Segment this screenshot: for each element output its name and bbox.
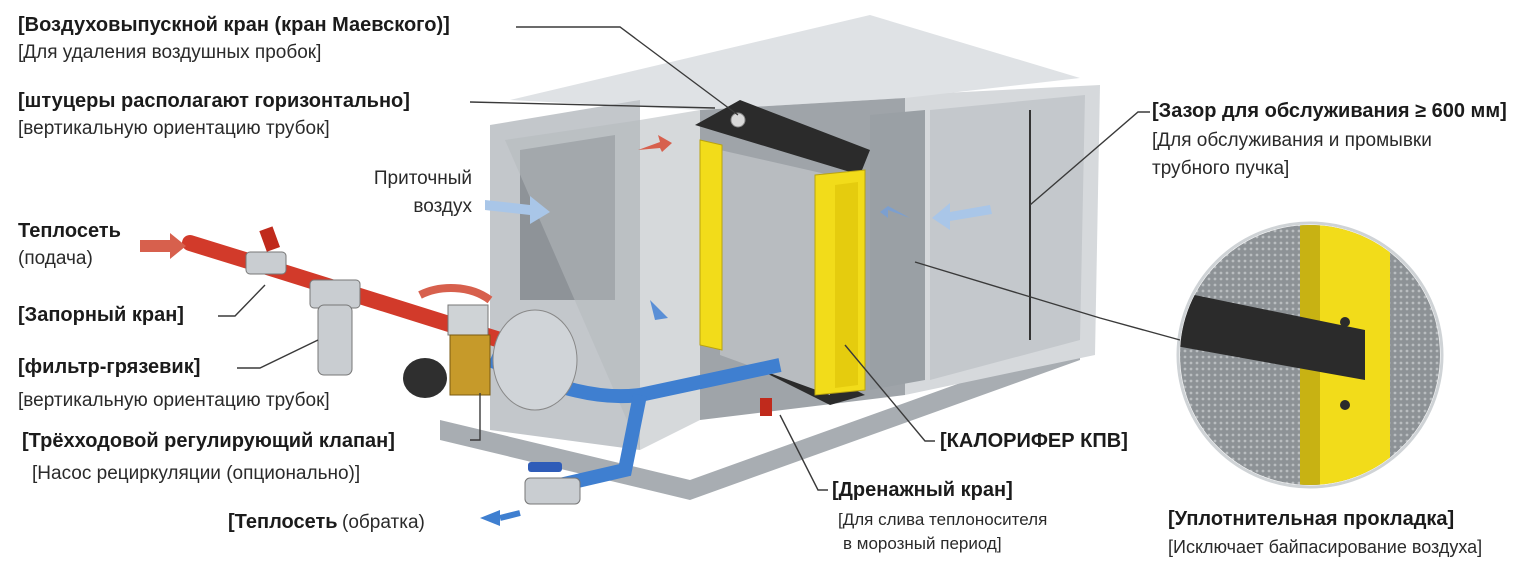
casing-left-inner: [505, 110, 700, 450]
tube-bundle: [720, 150, 830, 395]
drain-valve-sub-2: в морозный период]: [843, 534, 1002, 553]
supply-flow-arrow: [140, 233, 186, 259]
fittings-subtitle: [вертикальную ориентацию трубок]: [18, 118, 330, 139]
flow-arrows: [140, 135, 992, 526]
supply-air-label-1: Приточный: [373, 168, 472, 189]
return-flow-shaft: [499, 510, 521, 521]
casing-base: [440, 340, 1080, 500]
return-ball-valve: [524, 477, 581, 505]
down-flow-arrow: [650, 300, 668, 320]
mud-filter-label: [фильтр-грязевик]: [18, 356, 201, 378]
supply-pipe: [182, 235, 508, 348]
heater-coil: [695, 100, 870, 405]
return-label: [Теплосеть (обратка): [228, 511, 425, 535]
three-way-valve: [449, 334, 491, 396]
pump-housing: [492, 309, 578, 411]
heater-frame-left: [699, 139, 723, 351]
leader-seal: [914, 261, 1181, 341]
supply-air-arrow: [485, 196, 550, 224]
leader-heater: [844, 344, 935, 442]
seal-title: [Уплотнительная прокладка]: [1168, 508, 1455, 530]
airflow-arrow-right: [932, 203, 992, 230]
leader-drain: [779, 414, 828, 491]
return-label-bold: [Теплосеть: [228, 511, 338, 533]
service-compartment: [930, 95, 1085, 380]
air-vent-valve: [730, 112, 746, 128]
filter-subtitle: [вертикальную ориентацию трубок]: [18, 390, 330, 411]
clearance-title: [Зазор для обслуживания ≥ 600 мм]: [1152, 100, 1507, 122]
shutoff-valve-label: [Запорный кран]: [18, 304, 184, 326]
heating-supply-label: Теплосеть: [18, 220, 121, 242]
leader-three-way: [470, 393, 481, 441]
leader-fittings: [469, 101, 716, 109]
return-valve-handle: [528, 462, 562, 472]
leader-clearance: [1029, 111, 1150, 206]
return-label-normal: (обратка): [342, 512, 425, 533]
shutoff-valve-handle: [259, 226, 280, 252]
filter-bowl: [317, 304, 353, 376]
zoom-seal: [1180, 290, 1365, 380]
leader-lines: [218, 26, 1181, 491]
leader-mayevsky: [516, 26, 739, 116]
actuator: [447, 304, 489, 336]
leader-shutoff: [218, 284, 266, 317]
piping: [182, 226, 782, 505]
three-way-valve-label: [Трёхходовой регулирующий клапан]: [22, 430, 395, 452]
clearance-sub-2: трубного пучка]: [1152, 158, 1290, 179]
shutoff-valve: [245, 251, 287, 275]
return-pipe-lower: [558, 393, 647, 492]
clearance-sub-1: [Для обслуживания и промывки: [1152, 130, 1432, 151]
fittings-title: [штуцеры располагают горизонтально]: [18, 90, 410, 112]
airflow-arrow-inner: [880, 206, 910, 218]
seal-subtitle: [Исключает байпасирование воздуха]: [1168, 537, 1483, 557]
mayevsky-subtitle: [Для удаления воздушных пробок]: [18, 42, 322, 63]
recirc-pump-label: [Насос рециркуляции (опционально)]: [32, 463, 361, 484]
heater-label: [КАЛОРИФЕР КПВ]: [940, 430, 1128, 452]
zoom-hole-2: [1340, 400, 1350, 410]
drain-valve-title: [Дренажный кран]: [832, 479, 1013, 501]
seal-zoom: [1176, 221, 1444, 489]
recirc-pump: [403, 358, 447, 398]
recirc-arrow: [418, 284, 493, 304]
heating-supply-sub: (подача): [18, 248, 93, 269]
casing-top: [510, 15, 1080, 110]
drain-valve-sub-1: [Для слива теплоносителя: [838, 510, 1048, 529]
supply-air-label-2: воздух: [413, 196, 472, 217]
hot-flow-arrow: [638, 135, 672, 152]
filter-body: [309, 279, 361, 309]
heater-header: [835, 182, 858, 388]
return-flow-arrow: [480, 510, 500, 526]
drain-valve: [760, 398, 772, 416]
zoom-hole-1: [1340, 317, 1350, 327]
leader-filter: [237, 339, 319, 369]
mayevsky-title: [Воздуховыпускной кран (кран Маевского)]: [18, 14, 450, 36]
back-grille: [870, 110, 925, 390]
